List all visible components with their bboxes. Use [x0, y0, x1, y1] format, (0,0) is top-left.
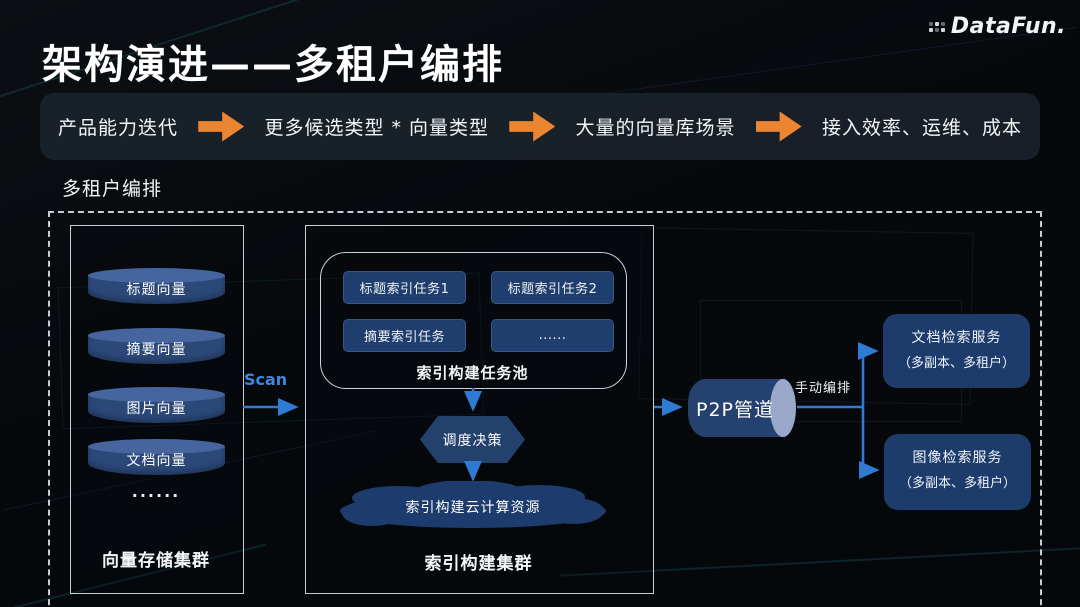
vector-db-cylinder: 标题向量	[88, 268, 225, 304]
storage-ellipsis: ......	[131, 482, 181, 501]
scheduling-decision-hexagon: 调度决策	[420, 416, 525, 463]
index-task-box: 标题索引任务2	[491, 271, 614, 304]
flow-step-1: 产品能力迭代	[58, 117, 179, 139]
service-name: 图像检索服务	[912, 450, 1003, 466]
cylinder-label: 文档向量	[126, 453, 187, 469]
cylinder-label: 图片向量	[126, 401, 187, 417]
doc-retrieval-service-box: 文档检索服务 （多副本、多租户）	[883, 314, 1030, 388]
arrow-right-icon	[198, 111, 245, 142]
flow-step-3: 大量的向量库场景	[575, 117, 736, 139]
flow-step-2: 更多候选类型 * 向量类型	[264, 117, 490, 139]
flow-step-4: 接入效率、运维、成本	[821, 117, 1022, 139]
cloud-icon	[340, 481, 606, 528]
service-subtitle: （多副本、多租户）	[897, 356, 1015, 371]
index-task-box: 标题索引任务1	[343, 271, 466, 304]
index-task-box: ......	[491, 319, 614, 352]
logo-text: DataFun.	[950, 14, 1066, 39]
arrow-right-icon	[509, 111, 556, 142]
p2p-pipe: P2P管道	[688, 379, 796, 437]
cloud-compute-resource: 索引构建云计算资源	[336, 481, 610, 533]
datafun-logo: DataFun.	[928, 14, 1066, 39]
cloud-label: 索引构建云计算资源	[405, 500, 541, 516]
capability-flow-bar: 产品能力迭代 更多候选类型 * 向量类型 大量的向量库场景 接入效率、运维、成本	[40, 93, 1040, 160]
vector-db-cylinder: 文档向量	[88, 439, 225, 475]
page-title: 架构演进——多租户编排	[42, 42, 504, 88]
index-cluster-label: 索引构建集群	[424, 554, 533, 574]
vector-db-cylinder: 摘要向量	[88, 328, 225, 364]
task-pool-label: 索引构建任务池	[416, 364, 529, 382]
image-retrieval-service-box: 图像检索服务 （多副本、多租户）	[884, 434, 1031, 510]
pipe-body	[688, 379, 786, 437]
service-subtitle: （多副本、多租户）	[898, 476, 1016, 491]
scan-label: Scan	[244, 370, 288, 389]
pipe-label: P2P管道	[695, 398, 774, 421]
manual-orchestration-label: 手动编排	[795, 381, 852, 396]
arrow-right-icon	[755, 111, 802, 142]
cylinder-label: 标题向量	[126, 282, 187, 298]
vector-db-cylinder: 图片向量	[88, 387, 225, 423]
index-task-box: 摘要索引任务	[343, 319, 466, 352]
service-name: 文档检索服务	[911, 330, 1002, 346]
section-label: 多租户编排	[62, 178, 163, 200]
logo-dots-icon	[928, 21, 945, 32]
multi-tenant-dashed-frame	[48, 211, 1042, 607]
storage-cluster-label: 向量存储集群	[102, 551, 210, 571]
cylinder-label: 摘要向量	[126, 342, 187, 358]
pipe-cap	[770, 379, 796, 437]
